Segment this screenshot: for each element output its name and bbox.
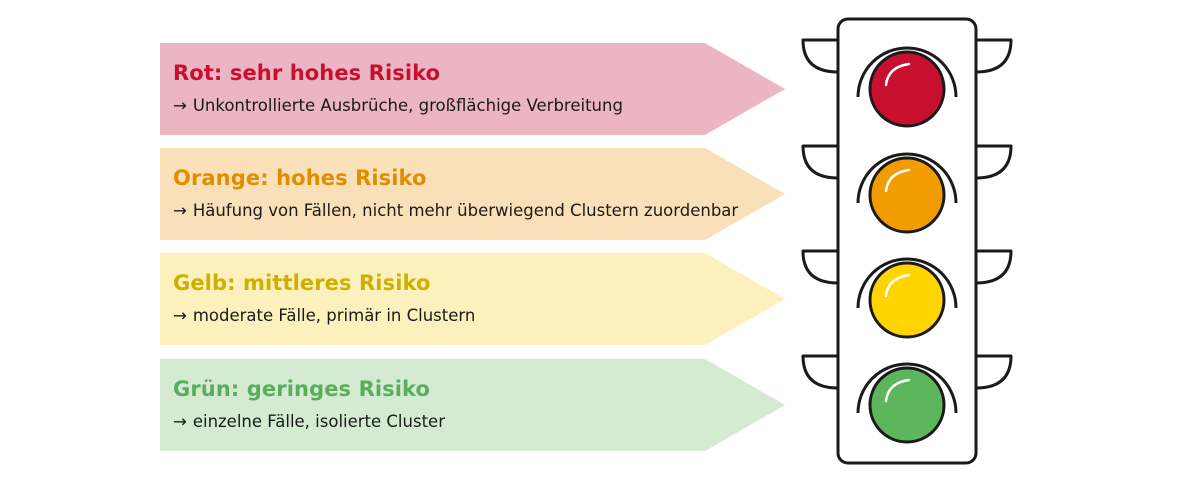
- risk-arrow-green: Grün: geringes Risiko → einzelne Fälle, i…: [160, 359, 785, 451]
- visor-shape: [801, 249, 839, 285]
- risk-description-red: → Unkontrollierte Ausbrüche, großflächige…: [173, 96, 623, 115]
- visor-shape: [975, 38, 1013, 74]
- visor-shape: [801, 38, 839, 74]
- visor-shape: [801, 144, 839, 180]
- traffic-light-housing: [836, 17, 978, 465]
- visor-shape: [975, 354, 1013, 390]
- risk-description-text: moderate Fälle, primär in Clustern: [192, 306, 476, 325]
- risk-arrow-red: Rot: sehr hohes Risiko → Unkontrollierte …: [160, 43, 785, 135]
- risk-description-text: einzelne Fälle, isolierte Cluster: [192, 412, 445, 431]
- risk-title-yellow: Gelb: mittleres Risiko: [173, 271, 431, 295]
- lamp-hood: [856, 257, 958, 309]
- arrow-shape: [160, 253, 785, 345]
- arrow-shape: [160, 148, 785, 240]
- arrow-shape: [160, 43, 785, 135]
- lamp-red: [868, 50, 946, 128]
- lamp-highlight: [884, 62, 911, 87]
- arrow-right-icon: →: [173, 412, 187, 431]
- lamp-green: [868, 366, 946, 444]
- lamp-highlight: [884, 168, 911, 193]
- visor-shape: [801, 354, 839, 390]
- risk-description-orange: → Häufung von Fällen, nicht mehr überwieg…: [173, 201, 738, 220]
- lamp-yellow: [868, 261, 946, 339]
- arrow-shape: [160, 359, 785, 451]
- risk-title-red: Rot: sehr hohes Risiko: [173, 61, 441, 85]
- traffic-light-lamps: [856, 46, 958, 444]
- risk-description-green: → einzelne Fälle, isolierte Cluster: [173, 412, 445, 431]
- lamp-hood: [856, 152, 958, 204]
- risk-title-green: Grün: geringes Risiko: [173, 377, 431, 401]
- traffic-light-visors: [801, 38, 1013, 390]
- risk-description-yellow: → moderate Fälle, primär in Clustern: [173, 306, 475, 325]
- risk-description-text: Häufung von Fällen, nicht mehr überwiege…: [192, 201, 739, 220]
- risk-arrow-yellow: Gelb: mittleres Risiko → moderate Fälle, …: [160, 253, 785, 345]
- arrow-right-icon: →: [173, 306, 187, 325]
- lamp-orange: [868, 156, 946, 234]
- risk-title-orange: Orange: hohes Risiko: [173, 166, 427, 190]
- risk-description-text: Unkontrollierte Ausbrüche, großflächige …: [192, 96, 623, 115]
- lamp-highlight: [884, 273, 911, 298]
- risk-arrow-orange: Orange: hohes Risiko → Häufung von Fällen…: [160, 148, 785, 240]
- lamp-highlight: [884, 378, 911, 403]
- lamp-hood: [856, 46, 958, 98]
- arrow-right-icon: →: [173, 96, 187, 115]
- lamp-hood: [856, 362, 958, 414]
- visor-shape: [975, 144, 1013, 180]
- arrow-right-icon: →: [173, 201, 187, 220]
- visor-shape: [975, 249, 1013, 285]
